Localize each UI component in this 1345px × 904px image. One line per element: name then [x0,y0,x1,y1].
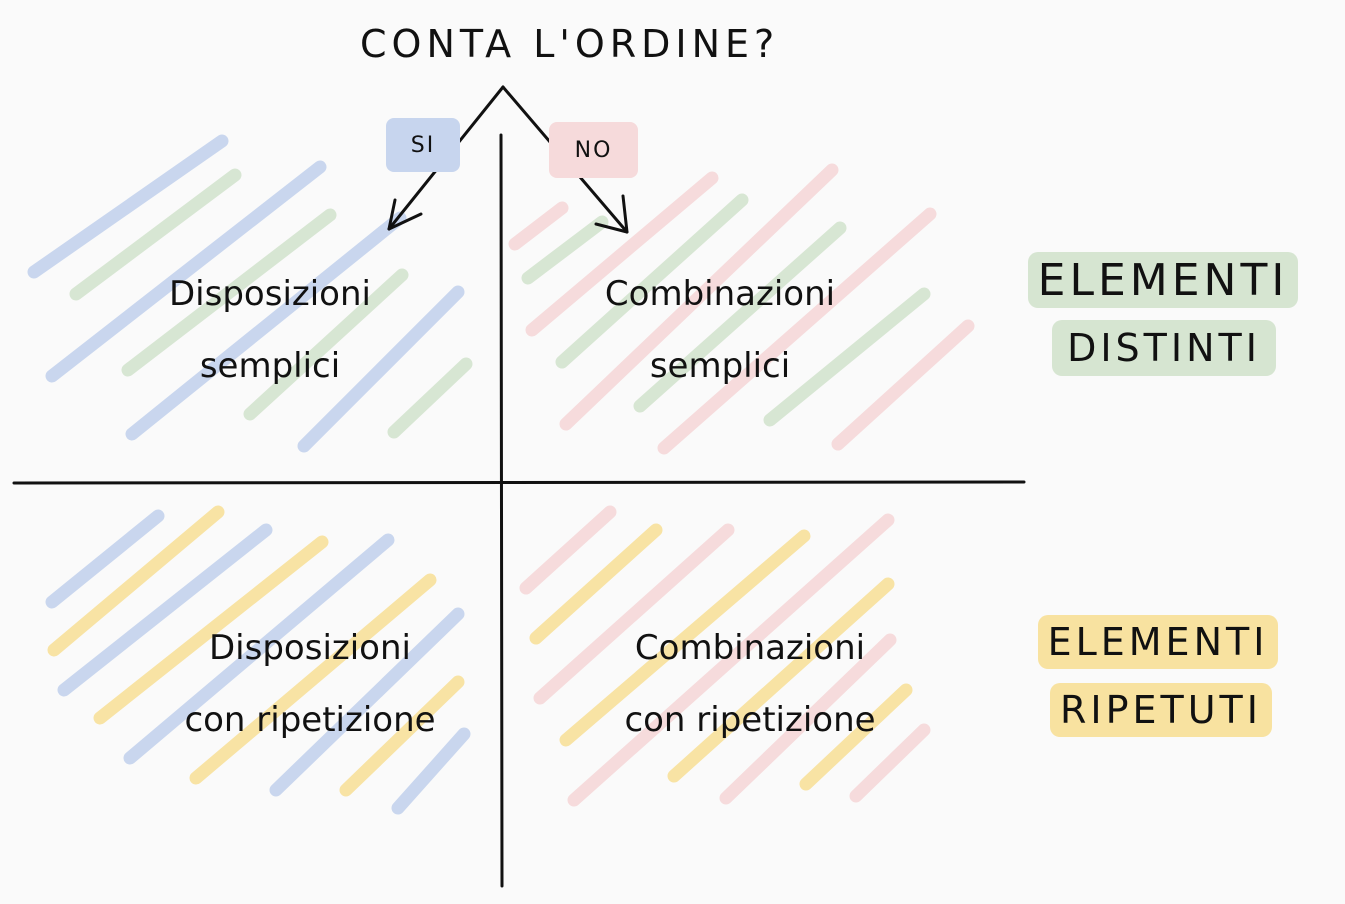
hatch-stroke [269,607,465,797]
hatch-bottom-left [45,505,471,815]
hatch-stroke [339,675,465,797]
hatch-top-right [508,163,975,455]
hatch-stroke [123,533,395,765]
hatch-stroke [27,134,229,279]
quadrant-title: Disposizioni [169,274,371,314]
quadrant-bottom-left: Disposizioni con ripetizione [120,612,500,756]
hatch-stroke [121,208,337,377]
quadrant-top-right: Combinazioni semplici [570,258,870,402]
hatch-stroke [243,268,409,421]
hatch-stroke [391,727,471,815]
branch-no-tag: NO [549,122,638,178]
legend-distinct-line1: ELEMENTI [1028,252,1298,308]
hatch-stroke [189,573,437,785]
hatch-stroke [45,160,327,383]
quadrant-subtitle: semplici [199,346,341,386]
hatch-stroke [849,723,931,803]
hatch-stroke [508,201,569,251]
hatch-stroke [521,215,609,285]
hatch-stroke [519,505,617,595]
hatch-stroke [559,163,839,431]
question-title: CONTA L'ORDINE? [360,22,780,66]
hatch-stroke [93,535,329,725]
quadrant-title: Disposizioni [209,628,411,668]
hatch-stroke [529,523,663,645]
hatch-stroke [831,319,975,451]
hatch-stroke [69,168,242,301]
quadrant-subtitle: semplici [649,346,791,386]
hatch-stroke [799,683,913,791]
quadrant-subtitle: con ripetizione [624,700,876,740]
hatch-stroke [47,505,225,657]
quadrant-bottom-right: Combinazioni con ripetizione [560,612,940,756]
hatch-stroke [763,287,931,427]
hatch-stroke [633,221,847,413]
hatch-bottom-right [519,505,931,807]
quadrant-subtitle: con ripetizione [184,700,436,740]
quadrant-title: Combinazioni [604,274,836,314]
horizontal-axis [12,480,1026,485]
legend-repeated-line2: RIPETUTI [1050,683,1272,737]
hatch-stroke [45,509,165,609]
branch-yes-tag: SI [386,118,460,172]
hatch-stroke [555,193,749,369]
hatch-stroke [559,529,811,747]
hatch-stroke [719,633,897,805]
hatch-stroke [125,211,407,441]
hatch-stroke [667,577,895,783]
quadrant-title: Combinazioni [634,628,866,668]
hatch-stroke [57,523,273,697]
quadrant-top-left: Disposizioni semplici [120,258,420,402]
legend-repeated-line1: ELEMENTI [1038,615,1278,669]
hatch-stroke [297,285,465,453]
hatch-stroke [525,171,719,337]
hatch-top-left [27,134,473,453]
legend-distinct-line2: DISTINTI [1052,320,1276,376]
hatch-stroke [567,513,895,807]
hatch-stroke [387,357,473,439]
hatch-stroke [657,207,937,455]
hatch-stroke [533,523,735,705]
vertical-axis [499,133,504,888]
